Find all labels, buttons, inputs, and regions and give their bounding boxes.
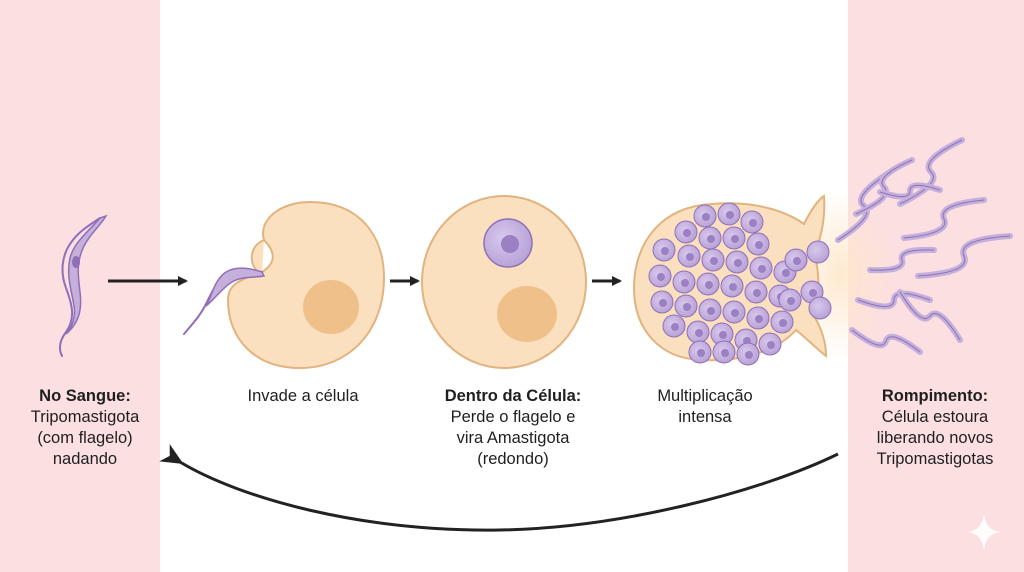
amastigote — [778, 288, 802, 312]
host-cell-amastigote — [421, 195, 587, 369]
stage-text: Tripomastigotas — [876, 450, 994, 468]
amastigote — [725, 250, 749, 274]
stage-label-rupture: Rompimento: Célula estoura liberando nov… — [845, 386, 1024, 470]
stage-label-blood: No Sangue: Tripomastigota (com flagelo) … — [10, 386, 160, 470]
amastigote — [746, 232, 770, 256]
trypomastigote-blood — [58, 214, 108, 357]
amastigote — [736, 342, 760, 366]
host-cell-invaded — [183, 200, 386, 370]
amastigote — [722, 226, 746, 250]
stage-title: Dentro da Célula: — [444, 387, 582, 405]
amastigote — [746, 306, 770, 330]
stage-text: nadando — [52, 450, 118, 468]
amastigote — [744, 280, 768, 304]
amastigote — [696, 272, 720, 296]
nucleus — [497, 286, 557, 342]
stage-text: liberando novos — [876, 429, 994, 447]
amastigote — [758, 332, 782, 356]
sparkle-icon — [968, 514, 1000, 550]
amastigote — [674, 294, 698, 318]
stage-text: Tripomastigota — [30, 408, 140, 426]
stage-text: intensa — [678, 408, 732, 426]
amastigote — [672, 270, 696, 294]
stage-text: Perde o flagelo e — [450, 408, 576, 426]
amastigote — [701, 248, 725, 272]
amastigote — [710, 322, 734, 346]
stage-text: vira Amastigota — [456, 429, 570, 447]
stage-label-inside: Dentro da Célula: Perde o flagelo e vira… — [418, 386, 608, 470]
amastigote — [712, 340, 736, 364]
amastigote — [720, 274, 744, 298]
amastigote — [770, 310, 794, 334]
stage-text: Célula estoura — [881, 408, 989, 426]
amastigote — [648, 264, 672, 288]
amastigote — [698, 226, 722, 250]
amastigote — [662, 314, 686, 338]
stage-title: No Sangue: — [39, 387, 131, 405]
stage-text: (redondo) — [477, 450, 549, 468]
amastigote — [806, 240, 830, 264]
amastigote-cluster — [648, 202, 832, 366]
amastigote — [650, 290, 674, 314]
amastigote — [717, 202, 741, 226]
amastigote — [740, 210, 764, 234]
stage-text: Multiplicação — [657, 387, 753, 405]
stage-label-multiplication: Multiplicação intensa — [620, 386, 790, 428]
amastigote — [693, 204, 717, 228]
return-cycle-arrow — [159, 444, 839, 532]
amastigote — [808, 296, 832, 320]
amastigote — [652, 238, 676, 262]
released-trypomastigotes — [835, 137, 1013, 355]
host-cell-multiplication — [632, 190, 895, 366]
amastigote — [698, 298, 722, 322]
stage-text: Invade a célula — [247, 387, 359, 405]
stage-label-invade: Invade a célula — [218, 386, 388, 407]
nucleus — [303, 280, 359, 334]
amastigote — [677, 244, 701, 268]
amastigote — [674, 220, 698, 244]
amastigote — [688, 340, 712, 364]
amastigote — [686, 320, 710, 344]
amastigote — [749, 256, 773, 280]
stage-text: (com flagelo) — [37, 429, 133, 447]
stage-title: Rompimento: — [881, 387, 989, 405]
amastigote — [722, 300, 746, 324]
amastigote — [784, 248, 808, 272]
